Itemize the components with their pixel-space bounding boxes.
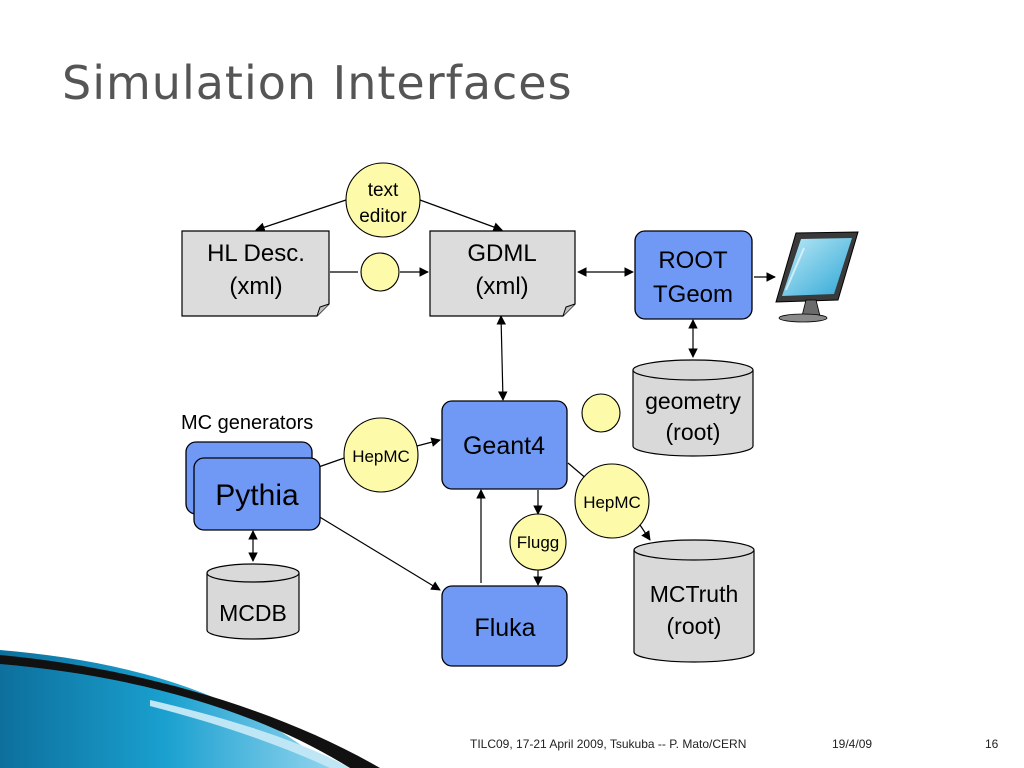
node-mctruth-root: MCTruth (root) <box>633 539 755 663</box>
converter-bubble <box>360 252 400 292</box>
svg-text:text: text <box>368 180 399 201</box>
svg-text:(root): (root) <box>666 419 721 445</box>
computer-monitor-icon <box>775 231 859 323</box>
svg-text:TGeom: TGeom <box>653 281 733 308</box>
node-pythia: Pythia <box>185 441 321 531</box>
svg-text:geometry: geometry <box>645 388 741 414</box>
slide-title: Simulation Interfaces <box>62 56 573 110</box>
node-gdml: GDML (xml) <box>429 230 576 317</box>
node-root-tgeom: ROOT TGeom <box>634 230 753 320</box>
svg-text:HepMC: HepMC <box>583 493 641 512</box>
svg-text:HepMC: HepMC <box>352 447 410 466</box>
node-geometry-root: geometry (root) <box>632 359 754 457</box>
node-hepmc-left: HepMC <box>343 417 419 493</box>
svg-text:Geant4: Geant4 <box>463 432 545 460</box>
node-geant4: Geant4 <box>441 400 568 490</box>
node-mcdb: MCDB <box>206 563 300 640</box>
arrow-hepmc-to-geant4 <box>412 437 441 448</box>
svg-text:ROOT: ROOT <box>658 247 728 274</box>
page-number: 16 <box>985 737 999 751</box>
svg-text:MCDB: MCDB <box>219 600 287 626</box>
arrow-gdml-geant4 <box>496 315 508 401</box>
footer-text: TILC09, 17-21 April 2009, Tsukuba -- P. … <box>470 737 747 751</box>
arrow-editor-to-hl-desc <box>255 199 347 232</box>
node-fluka: Fluka <box>441 585 568 667</box>
svg-text:Flugg: Flugg <box>517 533 560 552</box>
svg-text:HL Desc.: HL Desc. <box>207 240 305 267</box>
svg-text:(root): (root) <box>667 613 722 639</box>
footer-date: 19/4/09 <box>832 737 873 751</box>
arrow-editor-to-gdml <box>419 199 503 232</box>
node-text-editor: text editor <box>345 162 421 238</box>
svg-text:(xml): (xml) <box>475 273 528 300</box>
geometry-bubble <box>581 393 621 433</box>
connectors <box>248 199 776 591</box>
mc-generators-label: MC generators <box>181 412 313 434</box>
arrow-pythia-to-fluka <box>317 515 441 591</box>
svg-text:MCTruth: MCTruth <box>650 581 739 607</box>
svg-text:Pythia: Pythia <box>215 479 299 512</box>
svg-text:editor: editor <box>359 206 407 227</box>
node-hl-desc: HL Desc. (xml) <box>181 230 330 317</box>
svg-text:Fluka: Fluka <box>474 614 535 642</box>
node-hepmc-right: HepMC <box>574 463 650 539</box>
node-flugg: Flugg <box>509 513 567 571</box>
svg-text:(xml): (xml) <box>229 273 282 300</box>
svg-text:GDML: GDML <box>467 240 536 267</box>
